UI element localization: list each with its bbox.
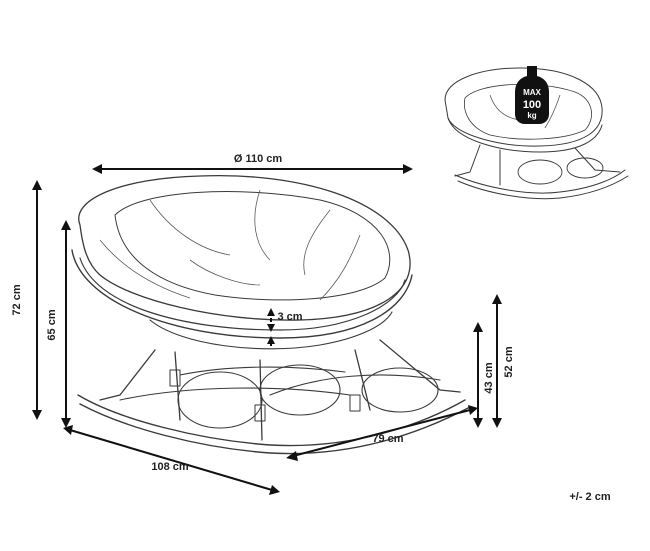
length-label: 108 cm	[151, 461, 189, 473]
weight-badge-line1: MAX	[523, 88, 541, 97]
seat-height-rear-dimension: 52 cm	[492, 294, 515, 428]
depth-dimension: 79 cm	[286, 405, 478, 461]
seat-height-rear-label: 52 cm	[503, 346, 515, 377]
seat-height-dimension: 43 cm	[473, 322, 495, 428]
weight-icon	[515, 66, 549, 124]
depth-label: 79 cm	[372, 433, 403, 445]
cushion-dimension: 3 cm	[267, 308, 303, 346]
weight-badge-line2: 100	[523, 99, 541, 111]
weight-badge-line3: kg	[527, 111, 536, 120]
diameter-dimension: Ø 110 cm	[92, 153, 413, 174]
seat-height-label: 43 cm	[483, 362, 495, 393]
diameter-label: Ø 110 cm	[234, 153, 283, 165]
height-back-dimension: 65 cm	[46, 220, 71, 428]
height-total-label: 72 cm	[11, 284, 23, 315]
length-dimension: 108 cm	[63, 425, 280, 495]
cushion-label: 3 cm	[277, 311, 302, 323]
height-total-dimension: 72 cm	[11, 180, 42, 420]
height-back-label: 65 cm	[46, 309, 58, 340]
tolerance-label: +/- 2 cm	[569, 491, 610, 503]
chair-illustration-main	[71, 174, 471, 455]
weight-badge: MAX 100 kg	[515, 66, 549, 124]
